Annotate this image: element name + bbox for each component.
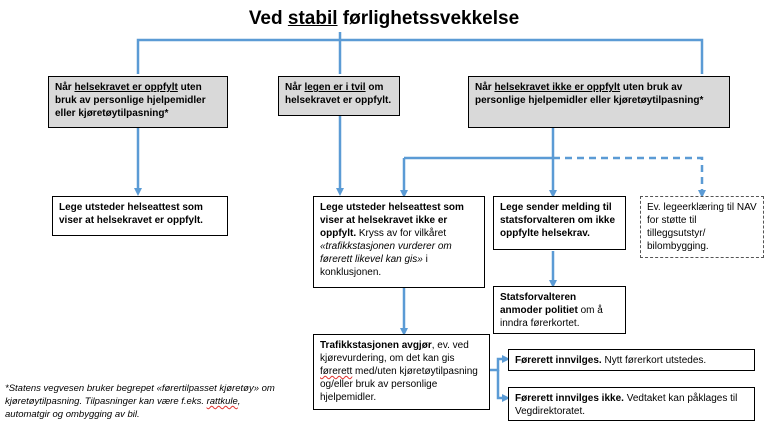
arrow-outcome-branch xyxy=(490,355,510,372)
box-cert-fulfilled: Lege utsteder helseattest som viser at h… xyxy=(52,196,228,236)
arrow-outcome-branch-2 xyxy=(496,370,510,402)
box-report-statsforvalter: Lege sender melding til statsforvalteren… xyxy=(493,196,626,250)
box-condition-not-fulfilled: Når helsekravet ikke er oppfylt uten bru… xyxy=(468,76,730,128)
page-title: Ved stabil førlighetssvekkelse xyxy=(248,8,520,29)
box-ev-statement: Ev. legeerklæring til NAV for støtte til… xyxy=(640,196,764,258)
box-cert-not-fulfilled: Lege utsteder helseattest som viser at h… xyxy=(313,196,485,288)
dashed-arrow-line xyxy=(553,156,706,198)
box-denied: Førerett innvilges ikke. Vedtaket kan på… xyxy=(508,387,755,421)
box-trafikkstasjon: Trafikkstasjonen avgjør, ev. ved kjørevu… xyxy=(313,334,490,410)
footnote: *Statens vegvesen bruker begrepet «fører… xyxy=(5,383,275,420)
box-condition-fulfilled: Når helsekravet er oppfylt uten bruk av … xyxy=(48,76,228,128)
box-condition-doubt: Når legen er i tvil om helsekravet er op… xyxy=(278,76,400,116)
box-granted: Førerett innvilges. Nytt førerkort utste… xyxy=(508,349,755,371)
box-statsforvalter-request: Statsforvalteren anmoder politiet om å i… xyxy=(493,286,626,334)
title-branch-line xyxy=(136,38,704,74)
